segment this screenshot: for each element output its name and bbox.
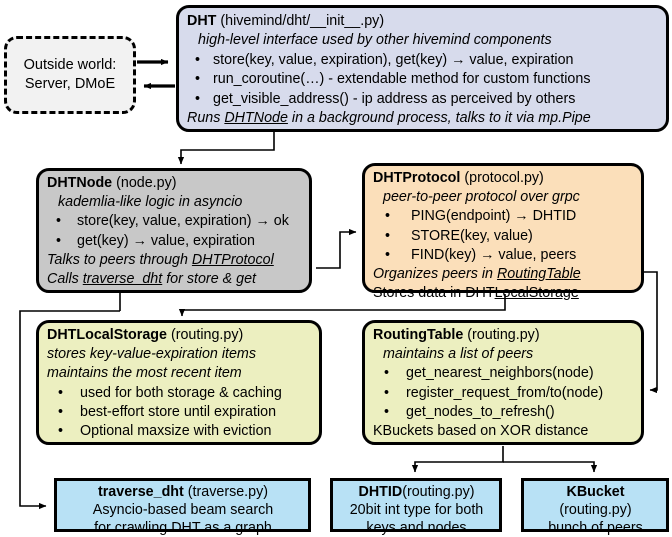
node-routingtable[interactable]: RoutingTable (routing.py) maintains a li… xyxy=(362,320,644,445)
dhtnode-footer1-link-dhtprotocol[interactable]: DHTProtocol xyxy=(191,251,274,268)
dhtid-title: DHTID xyxy=(358,484,403,500)
routingtable-header: RoutingTable (routing.py) xyxy=(373,326,634,345)
routingtable-module: (routing.py) xyxy=(467,327,540,343)
localstorage-title: DHTLocalStorage xyxy=(47,327,167,343)
dht-footer-link-dhtnode[interactable]: DHTNode xyxy=(224,110,288,127)
traverse-module: (traverse.py) xyxy=(187,484,269,500)
routingtable-subtitle: maintains a list of peers xyxy=(383,346,534,363)
dhtid-line-2: keys and nodes xyxy=(366,520,467,536)
dhtprotocol-bullet-2: FIND(key) → value, peers xyxy=(373,246,634,265)
kbucket-line-1: bunch of peers xyxy=(548,520,643,536)
dht-bullet-list: store(key, value, expiration), get(key) … xyxy=(187,51,659,110)
dhtnode-subtitle: kademlia-like logic in asyncio xyxy=(58,194,243,211)
dhtprotocol-footer-2: Stores data in DHTLocalStorage xyxy=(373,284,634,303)
wire-dht-to-dhtnode xyxy=(177,132,275,165)
routingtable-footer: KBuckets based on XOR distance xyxy=(373,423,589,440)
dhtprotocol-header: DHTProtocol (protocol.py) xyxy=(373,169,634,188)
localstorage-header: DHTLocalStorage (routing.py) xyxy=(47,326,312,345)
traverse-header: traverse_dht (traverse.py) xyxy=(65,483,301,501)
outside-world-line2: Server, DMoE xyxy=(24,76,116,92)
localstorage-bullet-1: best-effort store until expiration xyxy=(47,403,312,422)
localstorage-module: (routing.py) xyxy=(170,327,244,343)
traverse-line-2: for crawling DHT as a graph xyxy=(94,520,272,536)
dhtprotocol-bullet-0: PING(endpoint) → DHTID xyxy=(373,207,634,226)
dhtnode-footer-2: Calls traverse_dht for store & get xyxy=(47,270,302,289)
node-dhtprotocol[interactable]: DHTProtocol (protocol.py) peer-to-peer p… xyxy=(362,163,644,301)
dhtprotocol-bullet-1: STORE(key, value) xyxy=(373,227,634,246)
localstorage-bullet-0: used for both storage & caching xyxy=(47,384,312,403)
dht-header: DHT (hivemind/dht/__init__.py) xyxy=(187,12,659,31)
localstorage-bullet-list: used for both storage & caching best-eff… xyxy=(47,384,312,442)
node-dhtid[interactable]: DHTID(routing.py) 20bit int type for bot… xyxy=(330,478,502,536)
dht-footer-post: in a background process, talks to it via… xyxy=(287,110,591,127)
traverse-line-1: Asyncio-based beam search xyxy=(92,502,274,518)
dhtprotocol-bullet-list: PING(endpoint) → DHTID STORE(key, value)… xyxy=(373,207,634,265)
dht-footer: Runs DHTNode in a background process, ta… xyxy=(187,109,659,128)
dht-module: (hivemind/dht/__init__.py) xyxy=(220,13,385,29)
outside-world-line1: Outside world: xyxy=(23,57,117,73)
wire-dhtnode-to-dhtprotocol xyxy=(316,228,357,269)
dht-bullet-2: get_visible_address() - ip address as pe… xyxy=(187,90,659,110)
node-kbucket[interactable]: KBucket (routing.py) bunch of peers xyxy=(521,478,669,536)
dhtnode-bullet-list: store(key, value, expiration) → ok get(k… xyxy=(47,212,302,251)
dhtprotocol-module: (protocol.py) xyxy=(464,170,544,186)
dhtprotocol-footer2-link-localstorage[interactable]: LocalStorage xyxy=(494,285,579,302)
dhtnode-title: DHTNode xyxy=(47,175,113,191)
dht-bullet-0: store(key, value, expiration), get(key) … xyxy=(187,51,659,71)
dhtnode-header: DHTNode (node.py) xyxy=(47,174,302,193)
dhtprotocol-footer2-pre: Stores data in DHT xyxy=(373,285,495,302)
dhtprotocol-title: DHTProtocol xyxy=(373,170,461,186)
dhtid-module: (routing.py) xyxy=(402,484,475,500)
dhtnode-module: (node.py) xyxy=(116,175,177,191)
node-dht[interactable]: DHT (hivemind/dht/__init__.py) high-leve… xyxy=(176,5,669,132)
dht-footer-pre: Runs xyxy=(187,110,225,127)
dhtnode-footer-1: Talks to peers through DHTProtocol xyxy=(47,251,302,270)
node-outside-world[interactable]: Outside world: Server, DMoE xyxy=(4,36,136,114)
wire-routingtable-to-kbucket xyxy=(503,461,598,473)
dhtnode-footer2-pre: Calls xyxy=(47,271,83,288)
localstorage-subtitle-1: stores key-value-expiration items xyxy=(47,346,256,363)
routingtable-bullet-2: get_nodes_to_refresh() xyxy=(373,403,634,422)
dht-bullet-1: run_coroutine(…) - extendable method for… xyxy=(187,70,659,90)
node-dhtnode[interactable]: DHTNode (node.py) kademlia-like logic in… xyxy=(36,168,312,293)
wire-routingtable-fork xyxy=(411,446,504,473)
routingtable-title: RoutingTable xyxy=(373,327,464,343)
dhtnode-bullet-1: get(key) → value, expiration xyxy=(47,232,302,251)
wire-dhtnode-to-traverse xyxy=(19,310,120,510)
node-dhtlocalstorage[interactable]: DHTLocalStorage (routing.py) stores key-… xyxy=(36,320,322,445)
dhtprotocol-footer1-pre: Organizes peers in xyxy=(373,266,497,283)
dhtnode-bullet-0: store(key, value, expiration) → ok xyxy=(47,212,302,231)
dht-subtitle: high-level interface used by other hivem… xyxy=(198,32,552,49)
dhtid-line-1: 20bit int type for both xyxy=(349,502,484,518)
localstorage-bullet-2: Optional maxsize with eviction xyxy=(47,422,312,441)
outside-world-text: Outside world: Server, DMoE xyxy=(7,56,133,94)
node-traverse-dht[interactable]: traverse_dht (traverse.py) Asyncio-based… xyxy=(54,478,311,536)
dhtnode-footer2-link-traverse-dht[interactable]: traverse_dht xyxy=(82,271,163,288)
dhtnode-footer1-pre: Talks to peers through xyxy=(47,251,192,268)
traverse-title: traverse_dht xyxy=(97,484,184,500)
wire-dhtprotocol-to-localstorage xyxy=(178,294,506,317)
kbucket-module: (routing.py) xyxy=(559,502,632,518)
dhtnode-footer2-post: for store & get xyxy=(162,271,257,288)
localstorage-subtitle-2: maintains the most recent item xyxy=(47,365,242,382)
routingtable-bullet-1: register_request_from/to(node) xyxy=(373,384,634,403)
dhtprotocol-footer-1: Organizes peers in RoutingTable xyxy=(373,265,634,284)
dhtid-header: DHTID(routing.py) xyxy=(341,483,492,501)
routingtable-bullet-0: get_nearest_neighbors(node) xyxy=(373,364,634,383)
kbucket-title: KBucket xyxy=(566,484,625,500)
dhtprotocol-subtitle: peer-to-peer protocol over grpc xyxy=(383,189,580,206)
dht-title: DHT xyxy=(187,13,217,29)
dhtprotocol-footer1-link-routingtable[interactable]: RoutingTable xyxy=(496,266,581,283)
routingtable-bullet-list: get_nearest_neighbors(node) register_req… xyxy=(373,364,634,422)
